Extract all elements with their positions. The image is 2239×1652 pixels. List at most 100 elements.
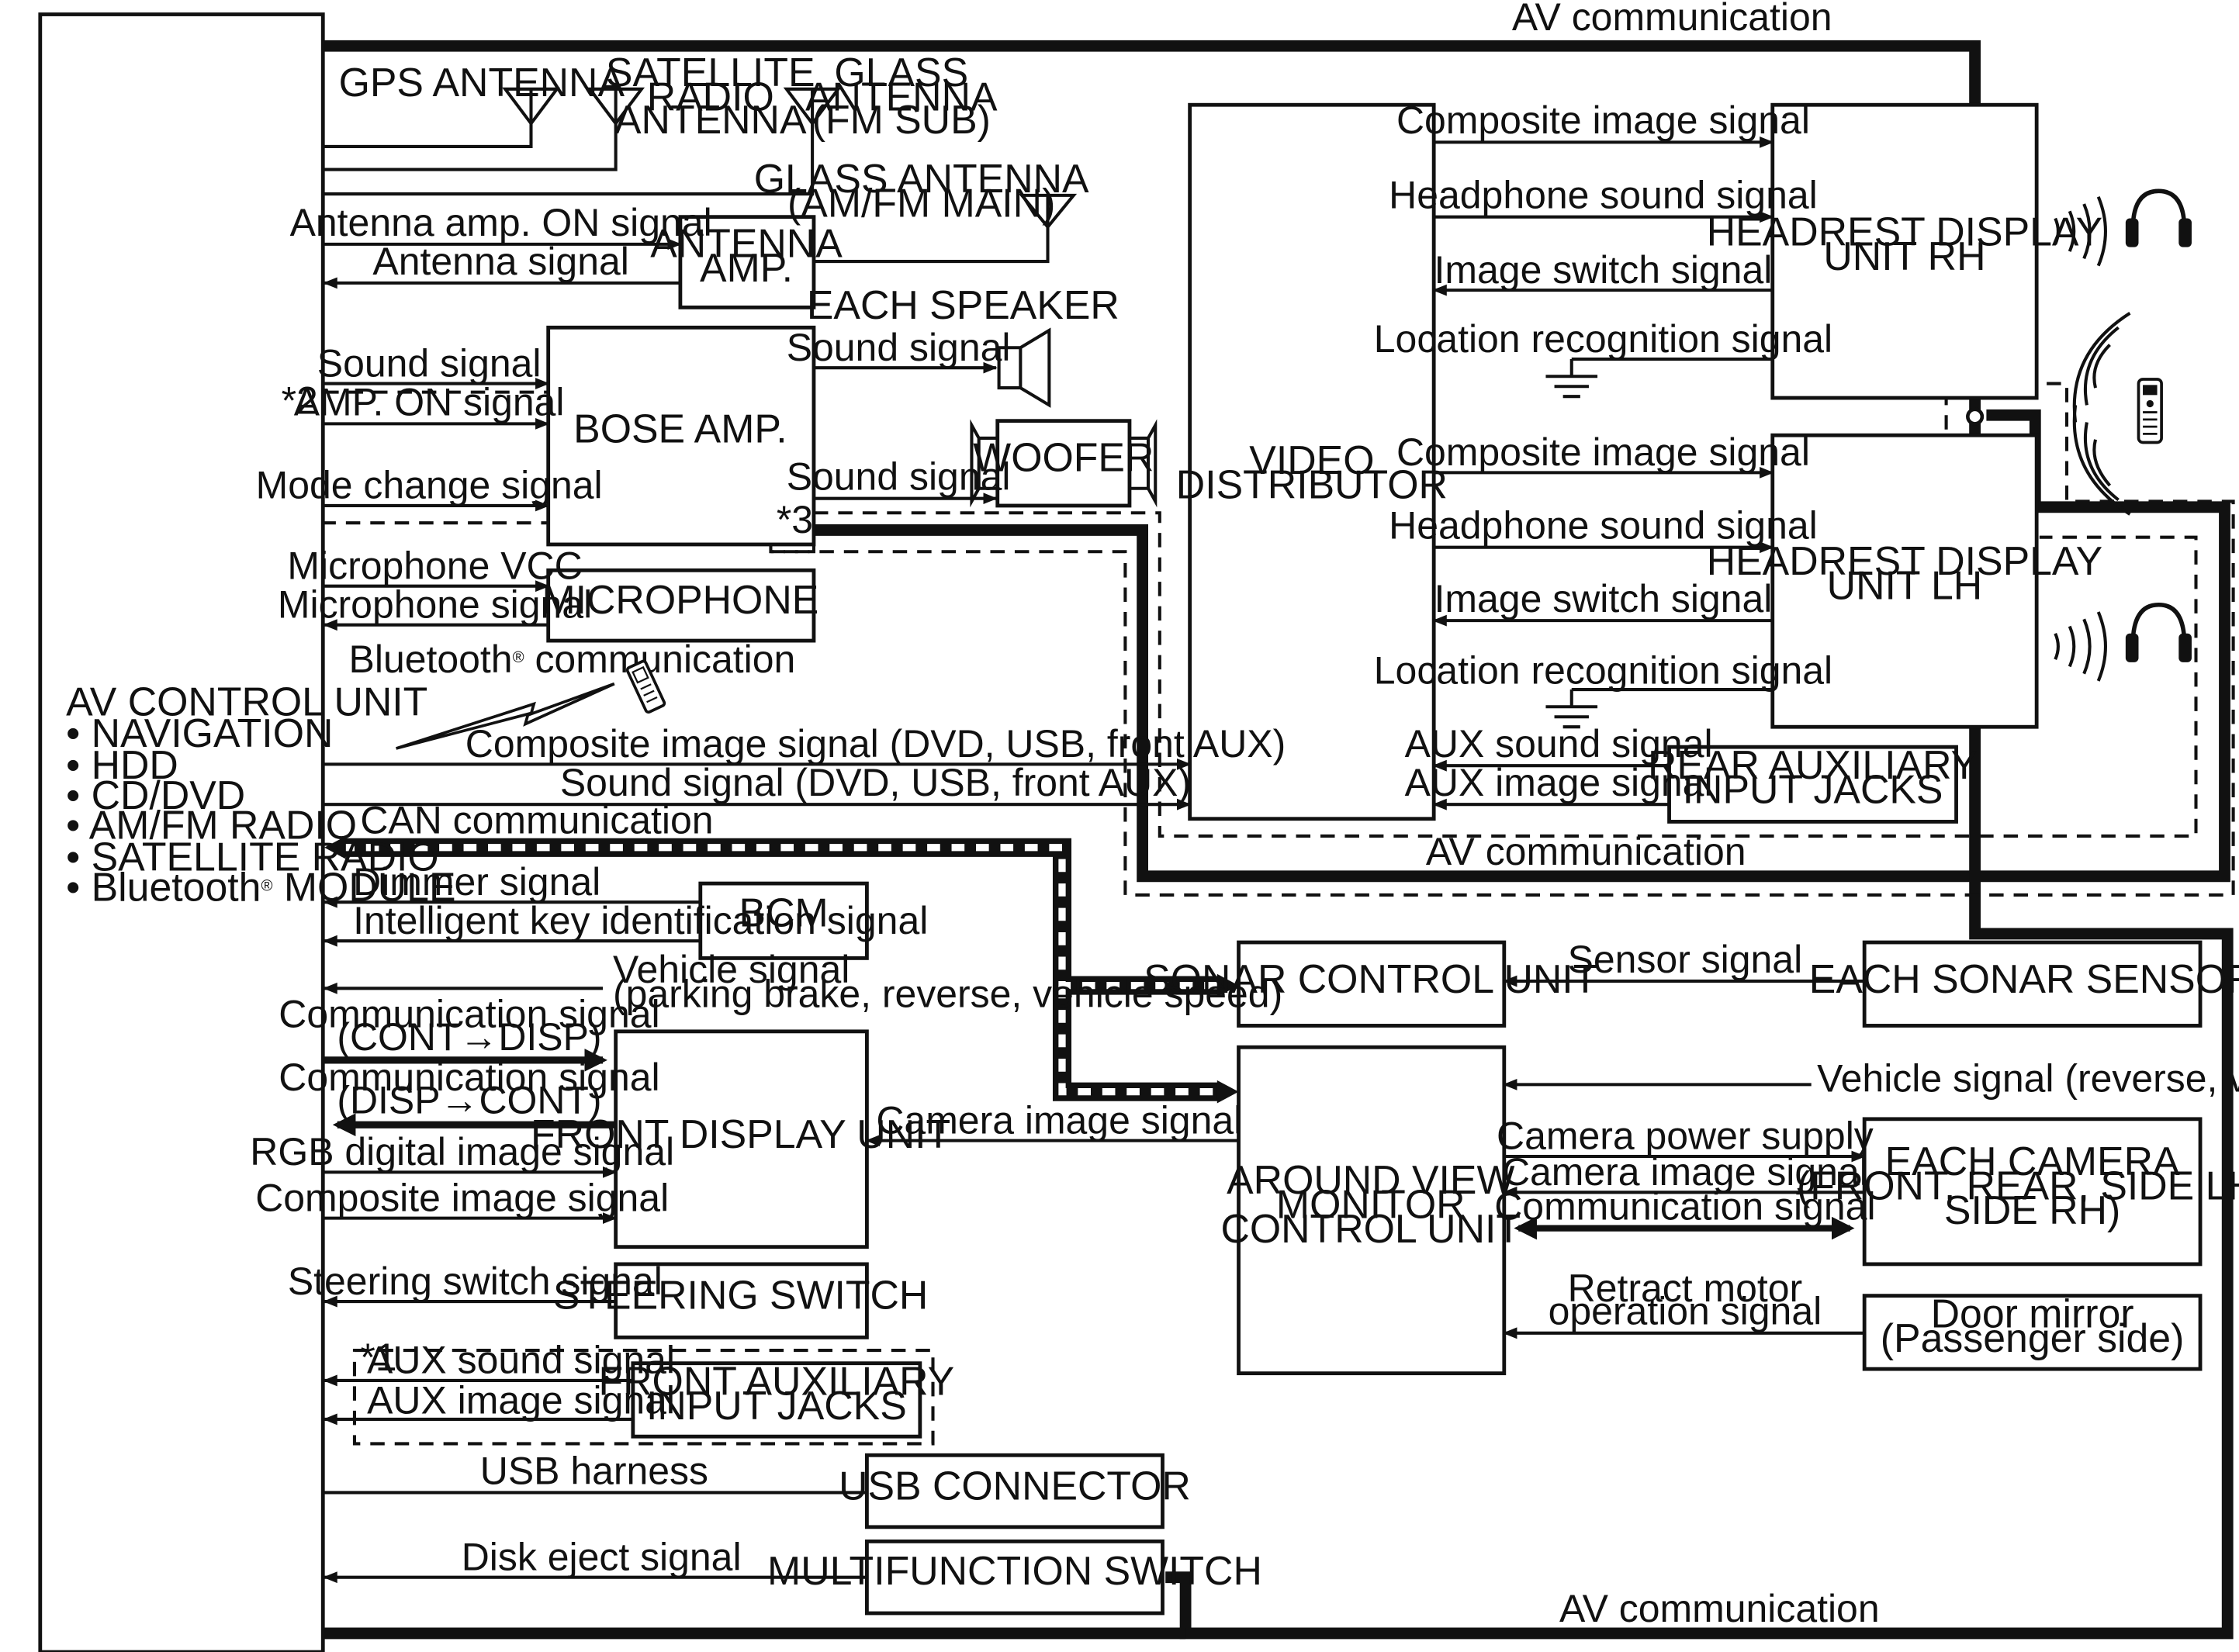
antenna-amp-label-1: ANTENNA — [650, 221, 843, 266]
right-signal-lines — [865, 136, 1866, 1339]
sound-signal-woofer-label: Sound signal — [787, 455, 1011, 499]
video-distributor-box — [1188, 102, 1436, 821]
sound-signal-speaker-label: Sound signal — [787, 326, 1011, 369]
comm-disp-cont-label-2: (DISP→CONT) — [337, 1078, 601, 1121]
remote-control-icon — [2072, 312, 2163, 516]
sound-dvd-label: Sound signal (DVD, USB, front AUX) — [560, 761, 1191, 804]
rear-aux-sound-label: AUX sound signal — [1405, 722, 1713, 766]
av-feature-hdd: • HDD — [66, 742, 178, 787]
each-sonar-label: EACH SONAR SENSOR — [1809, 956, 2239, 1001]
microphone-label: MICROPHONE — [542, 577, 818, 622]
av-comm-junction — [1966, 407, 1985, 426]
antenna-wires — [324, 87, 1078, 264]
around-view-label-2: MONITOR — [1276, 1182, 1466, 1227]
each-sonar-sensor-box — [1862, 940, 2203, 1028]
speaker-icon — [997, 327, 1051, 408]
glass-fm-sub-label-2: ANTENNA — [805, 74, 998, 119]
note-1: *1 — [360, 1336, 396, 1379]
headphones-lh-icon — [2054, 602, 2192, 682]
lh-headphone-label: Headphone sound signal — [1389, 504, 1818, 548]
headrest-display-rh-box — [1770, 102, 2039, 400]
bcm-box — [698, 881, 869, 960]
retract-motor-label-2: operation signal — [1549, 1290, 1822, 1333]
front-aux-label-1: FRONT AUXILIARY — [599, 1358, 955, 1403]
vehicle-signal-label-2: (parking brake, reverse, vehicle speed) — [613, 972, 1282, 1015]
front-aux-label-2: INPUT JACKS — [646, 1383, 907, 1428]
bose-amp-label: BOSE AMP. — [573, 406, 787, 451]
video-distributor-label-2: DISTRIBUTOR — [1176, 462, 1448, 507]
can-communication-label: CAN communication — [360, 798, 713, 842]
can-communication-bus — [324, 835, 1239, 1104]
front-display-unit-box — [614, 1029, 869, 1249]
headrest-rh-label-2: UNIT RH — [1823, 233, 1985, 278]
comm-cont-disp-label-2: (CONT→DISP) — [337, 1015, 601, 1059]
mobile-phone-icon — [625, 659, 666, 714]
each-camera-label-1: EACH CAMERA — [1885, 1139, 2180, 1184]
glass-fm-sub-label-3: (FM SUB) — [812, 97, 991, 142]
each-camera-label-3: SIDE RH) — [1944, 1187, 2120, 1232]
glass-fm-sub-label-1: GLASS — [834, 50, 968, 95]
antenna-amp-box — [678, 215, 816, 309]
antenna-signal-label: Antenna signal — [372, 240, 628, 283]
rear-aux-input-jacks-box — [1667, 745, 1958, 824]
rear-aux-image-label: AUX image signal — [1405, 761, 1713, 804]
door-mirror-label-1: Door mirror — [1931, 1291, 2134, 1336]
av-feature-bluetooth: • Bluetooth® MODULE — [66, 864, 455, 909]
antenna-amp-on-label: Antenna amp. ON signal — [290, 201, 712, 244]
sonar-control-label: SONAR CONTROL UNIT — [1144, 956, 1597, 1001]
av-control-unit-title: AV CONTROL UNIT — [66, 679, 427, 724]
each-speaker-label: EACH SPEAKER — [807, 282, 1120, 327]
satellite-antenna-label-3: ANTENNA — [614, 97, 807, 142]
usb-connector-box — [864, 1453, 1164, 1529]
microphone-box — [546, 568, 816, 643]
bose-amp-box — [546, 325, 816, 547]
usb-connector-label: USB CONNECTOR — [839, 1464, 1191, 1509]
comm-cont-disp-label-1: Communication signal — [279, 992, 659, 1035]
headphones-rh-icon — [2054, 188, 2192, 267]
multifunction-switch-box — [864, 1539, 1164, 1616]
dimmer-signal-label: Dimmer signal — [353, 860, 600, 904]
door-mirror-box — [1862, 1294, 2203, 1371]
av-comm-middle-label: AV communication — [1426, 830, 1746, 873]
around-view-monitor-box — [1237, 1045, 1507, 1376]
rh-image-switch-label: Image switch signal — [1434, 248, 1773, 292]
note-3: *3 — [777, 498, 813, 541]
camera-power-label: Camera power supply — [1497, 1115, 1874, 1158]
intelligent-key-label: Intelligent key identification signal — [353, 899, 928, 942]
mode-change-signal-label: Mode change signal — [256, 464, 603, 507]
av-comm-top-label: AV communication — [1512, 0, 1832, 39]
av-feature-navigation: • NAVIGATION — [66, 710, 333, 755]
multifunction-switch-label: MULTIFUNCTION SWITCH — [767, 1548, 1262, 1593]
camera-image-to-display-label: Camera image signal — [876, 1098, 1242, 1142]
glass-main-label-2: (AM/FM MAIN) — [787, 181, 1055, 226]
bluetooth-lightning-icon — [396, 682, 615, 750]
satellite-antenna-label-2: RADIO — [647, 74, 774, 119]
rear-aux-label-1: REAR AUXILIARY — [1648, 742, 1978, 787]
av-feature-am-fm: • AM/FM RADIO — [66, 803, 357, 848]
around-view-label-3: CONTROL UNIT — [1220, 1206, 1521, 1251]
disk-eject-label: Disk eject signal — [462, 1535, 742, 1578]
each-camera-box — [1862, 1117, 2203, 1267]
av-control-unit-box — [38, 12, 325, 1652]
lh-composite-label: Composite image signal — [1396, 430, 1810, 474]
headrest-display-lh-box — [1770, 433, 2039, 729]
lh-location-label: Location recognition signal — [1374, 649, 1832, 693]
satellite-antenna-label-1: SATELLITE — [606, 50, 815, 95]
front-aux-sound-label: AUX sound signal — [367, 1339, 675, 1382]
woofer-label: WOOFER — [973, 434, 1154, 479]
sensor-signal-label: Sensor signal — [1568, 938, 1803, 981]
steering-switch-label: STEERING SWITCH — [553, 1272, 928, 1317]
av-feature-satellite: • SATELLITE RADIO — [66, 834, 439, 879]
comm-disp-cont-label-1: Communication signal — [279, 1056, 659, 1099]
bluetooth-communication-label: Bluetooth® communication — [349, 638, 796, 681]
vehicle-rev-speed-label: Vehicle signal (reverse, vehicle speed) — [1817, 1057, 2239, 1101]
front-display-label: FRONT DISPLAY UNIT — [531, 1111, 950, 1156]
communication-signal-label: Communication signal — [1494, 1184, 1875, 1228]
microphone-vcc-label: Microphone VCC — [287, 544, 582, 587]
note-2: *2 — [282, 378, 318, 422]
door-mirror-label-2: (Passenger side) — [1881, 1315, 2185, 1360]
microphone-signal-label: Microphone signal — [278, 582, 592, 626]
each-camera-label-2: (FRONT, REAR, SIDE LH, — [1797, 1163, 2239, 1208]
lh-image-switch-label: Image switch signal — [1434, 577, 1773, 620]
